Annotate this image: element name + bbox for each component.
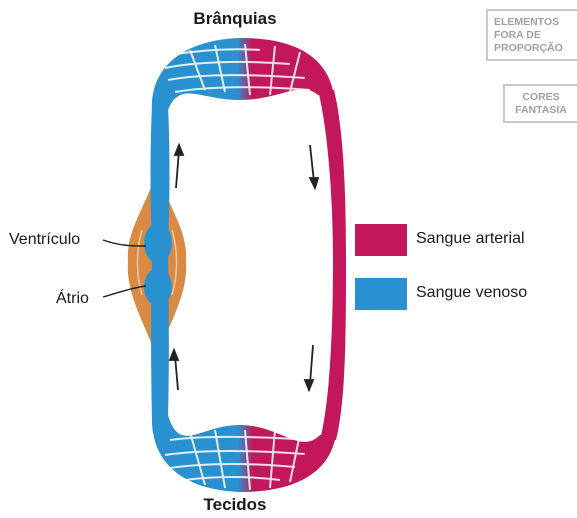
atrium-chamber: [144, 268, 172, 306]
atrium-label: Átrio: [56, 290, 89, 308]
flow-arrows: [170, 145, 318, 390]
venous-legend-label: Sangue venoso: [416, 284, 527, 302]
arterial-vessel: [318, 90, 346, 440]
arterial-legend-label: Sangue arterial: [416, 230, 525, 248]
ventricle-label: Ventrículo: [9, 231, 80, 249]
ventricle-chamber: [144, 223, 172, 263]
arrow-up-lower: [175, 356, 178, 390]
arrow-down-lower: [310, 345, 313, 384]
arrow-down-upper: [310, 145, 314, 182]
arterial-swatch: [355, 224, 407, 256]
venous-swatch: [355, 278, 407, 310]
